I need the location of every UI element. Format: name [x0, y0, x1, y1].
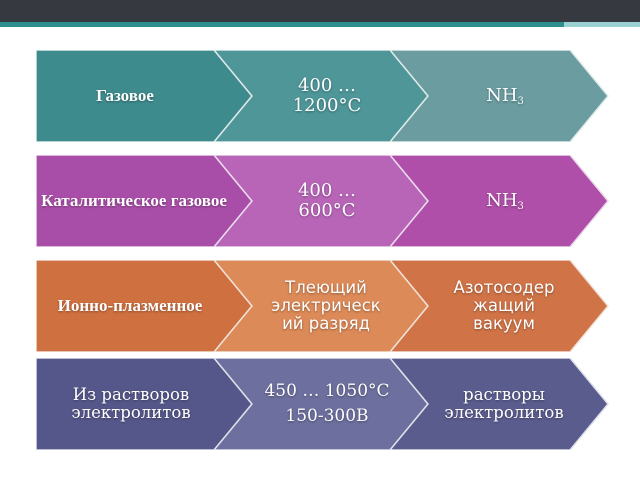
title-bar-accent — [0, 22, 640, 27]
medium-line-1: растворы — [463, 384, 545, 404]
row-catalytic-gas: Каталитическое газовое 400 … 600°С NH3 — [0, 155, 640, 247]
discharge-line-1: Тлеющий — [285, 277, 367, 297]
temperature-range: 450 … 1050°С — [264, 381, 390, 402]
medium-formula: NH3 — [486, 84, 524, 107]
title-bar — [0, 0, 640, 22]
temperature-line-1: 400 … — [297, 75, 357, 97]
voltage-range: 150-300В — [285, 406, 369, 426]
medium-line-3: вакуум — [473, 314, 535, 334]
discharge-line-3: ий разряд — [282, 314, 370, 334]
method-label: Каталитическое газовое — [41, 190, 227, 210]
discharge-line-2: электрическ — [271, 295, 381, 315]
method-label: Из растворов электролитов — [71, 384, 191, 422]
medium-formula: NH3 — [486, 189, 524, 212]
temperature-line-2: 1200°С — [292, 95, 362, 116]
row-electrolyte: Из растворов электролитов 450 … 1050°С 1… — [0, 358, 640, 450]
temperature-line-2: 600°С — [298, 200, 356, 221]
temperature-line-1: 400 … — [297, 180, 357, 202]
medium-line-2: жащий — [473, 295, 535, 315]
row-ion-plasma: Ионно-плазменное Тлеющий электрическ ий … — [0, 260, 640, 352]
method-label: Ионно-плазменное — [57, 295, 203, 315]
medium-line-2: электролитов — [444, 403, 564, 422]
method-label: Газовое — [96, 85, 154, 105]
row-gas: Газовое 400 … 1200°С NH3 — [0, 50, 640, 142]
medium-line-1: Азотосодер — [453, 277, 555, 297]
